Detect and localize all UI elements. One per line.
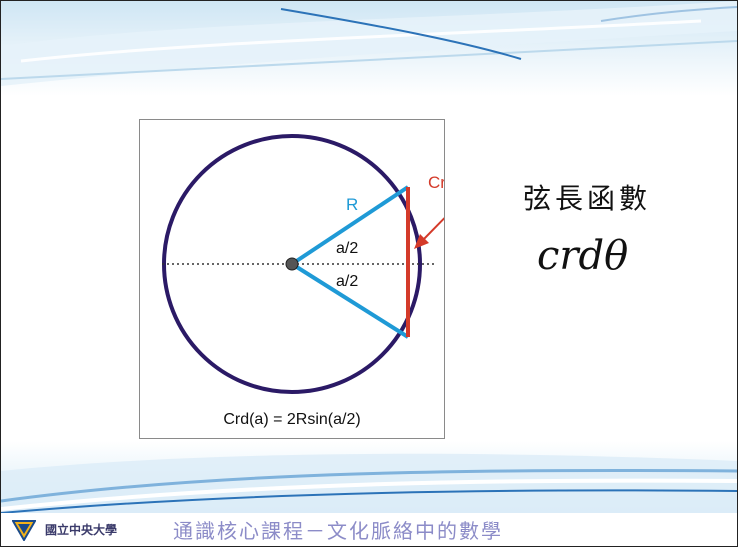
radius-line-bottom — [290, 262, 410, 339]
chord-function-formula: crdθ — [537, 233, 629, 279]
chord-arrow — [421, 217, 444, 242]
radius-line-top — [290, 185, 410, 266]
half-angle-label-bottom: a/2 — [336, 273, 358, 290]
chord-diagram-svg: R Crd(a) a/2 a/2 Crd(a) = 2Rsin(a/2) — [162, 134, 444, 428]
chord-label: Crd(a) — [428, 173, 444, 192]
chord-arrow-head — [414, 234, 429, 249]
chord-formula: Crd(a) = 2Rsin(a/2) — [223, 411, 360, 428]
university-name: 國立中央大學 — [45, 523, 118, 537]
radius-label: R — [346, 195, 358, 214]
chord-function-title: 弦長函數 — [523, 182, 652, 215]
chord-diagram: R Crd(a) a/2 a/2 Crd(a) = 2Rsin(a/2) — [139, 119, 445, 439]
center-point — [285, 257, 299, 271]
half-angle-label-top: a/2 — [336, 240, 358, 257]
course-title: 通識核心課程－文化脈絡中的數學 — [173, 519, 503, 543]
university-logo-icon — [12, 520, 36, 541]
